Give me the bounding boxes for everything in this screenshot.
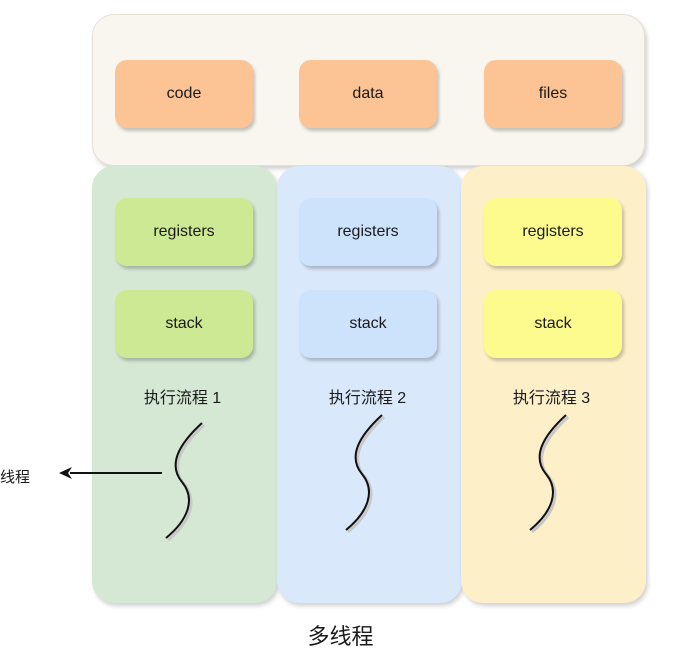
diagram-caption: 多线程	[307, 624, 374, 649]
registers-box-2: registers	[299, 198, 437, 266]
stack-box-2: stack	[299, 290, 437, 358]
registers-box-3: registers	[484, 198, 622, 266]
thread-wave-icon-1	[165, 422, 206, 542]
data-box: data	[299, 60, 437, 128]
thread-side-label: 线程	[0, 469, 31, 486]
registers-box-1: registers	[115, 198, 253, 266]
arrow-left-icon	[59, 467, 162, 479]
stack-box-3: stack	[484, 290, 622, 358]
flow-label-2: 执行流程 2	[328, 390, 407, 407]
flow-label-1: 执行流程 1	[143, 390, 222, 407]
files-box: files	[484, 60, 622, 128]
stack-box-1: stack	[115, 290, 253, 358]
flow-label-3: 执行流程 3	[512, 390, 591, 407]
thread-wave-icon-2	[345, 414, 386, 534]
code-box: code	[115, 60, 253, 128]
thread-wave-icon-3	[529, 414, 570, 534]
